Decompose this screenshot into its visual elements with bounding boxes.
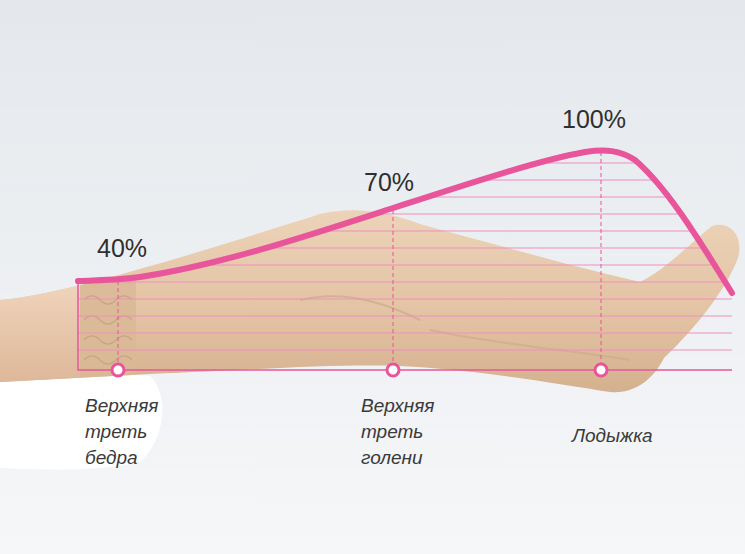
- percent-label: 40%: [97, 233, 147, 263]
- position-label: Верхняя треть голени: [361, 393, 479, 471]
- percent-label: 100%: [562, 104, 626, 134]
- position-label: Верхняя треть бедра: [85, 393, 203, 471]
- position-label: Лодыжка: [572, 423, 690, 449]
- percent-label: 70%: [364, 167, 414, 197]
